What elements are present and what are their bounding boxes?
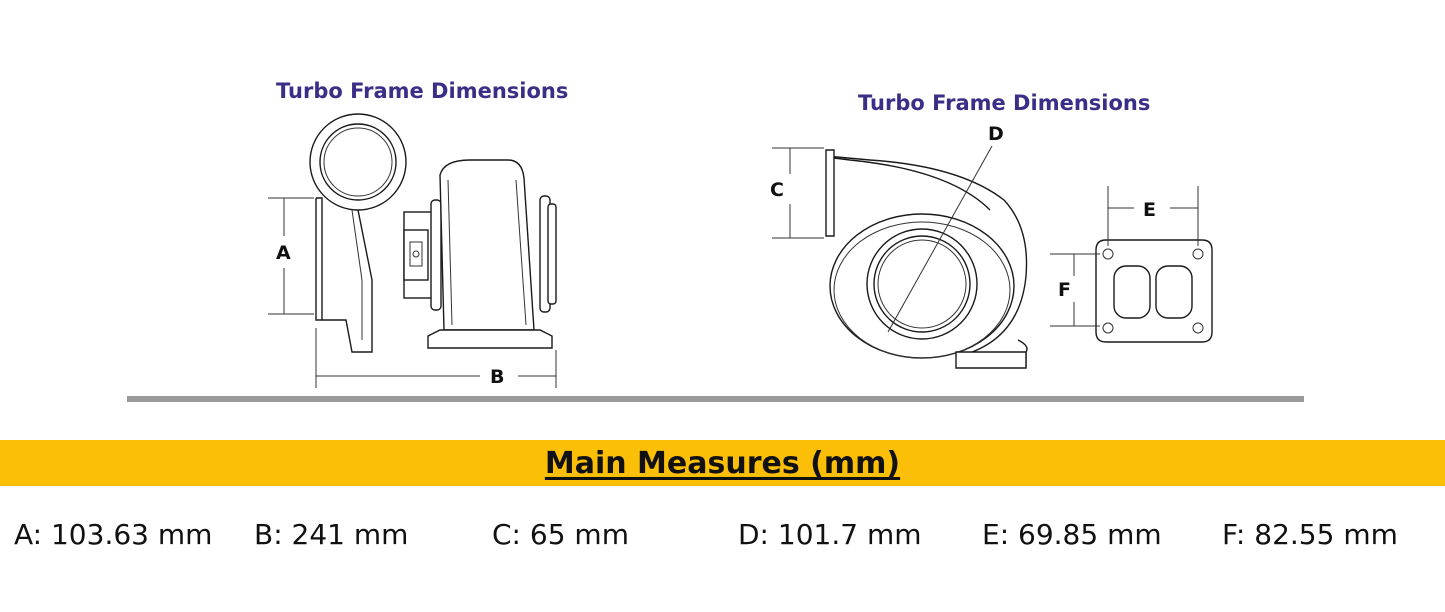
main-measures-title: Main Measures (mm)	[544, 445, 901, 481]
right-frame-title: Turbo Frame Dimensions	[858, 91, 1150, 115]
dimension-label-a: A	[276, 242, 291, 264]
dimension-label-d: D	[988, 123, 1004, 145]
measure-d: D: 101.7 mm	[738, 518, 922, 551]
measure-b: B: 241 mm	[254, 518, 409, 551]
side-view-drawing: Turbo Frame Dimensions A	[268, 79, 568, 388]
measure-a: A: 103.63 mm	[14, 518, 213, 551]
measure-f: F: 82.55 mm	[1222, 518, 1398, 551]
dimension-label-e: E	[1143, 199, 1156, 221]
turbo-frame-diagram: Turbo Frame Dimensions A	[127, 79, 1304, 402]
measure-e: E: 69.85 mm	[982, 518, 1162, 551]
measure-c: C: 65 mm	[492, 518, 629, 551]
dimension-label-f: F	[1058, 279, 1071, 301]
dimension-label-c: C	[770, 179, 784, 201]
baseline-divider	[127, 396, 1304, 402]
left-frame-title: Turbo Frame Dimensions	[276, 79, 568, 103]
front-view-drawing: Turbo Frame Dimensions C D E	[770, 91, 1213, 369]
dimension-label-b: B	[490, 366, 504, 388]
main-measures-banner: Main Measures (mm)	[0, 440, 1445, 486]
